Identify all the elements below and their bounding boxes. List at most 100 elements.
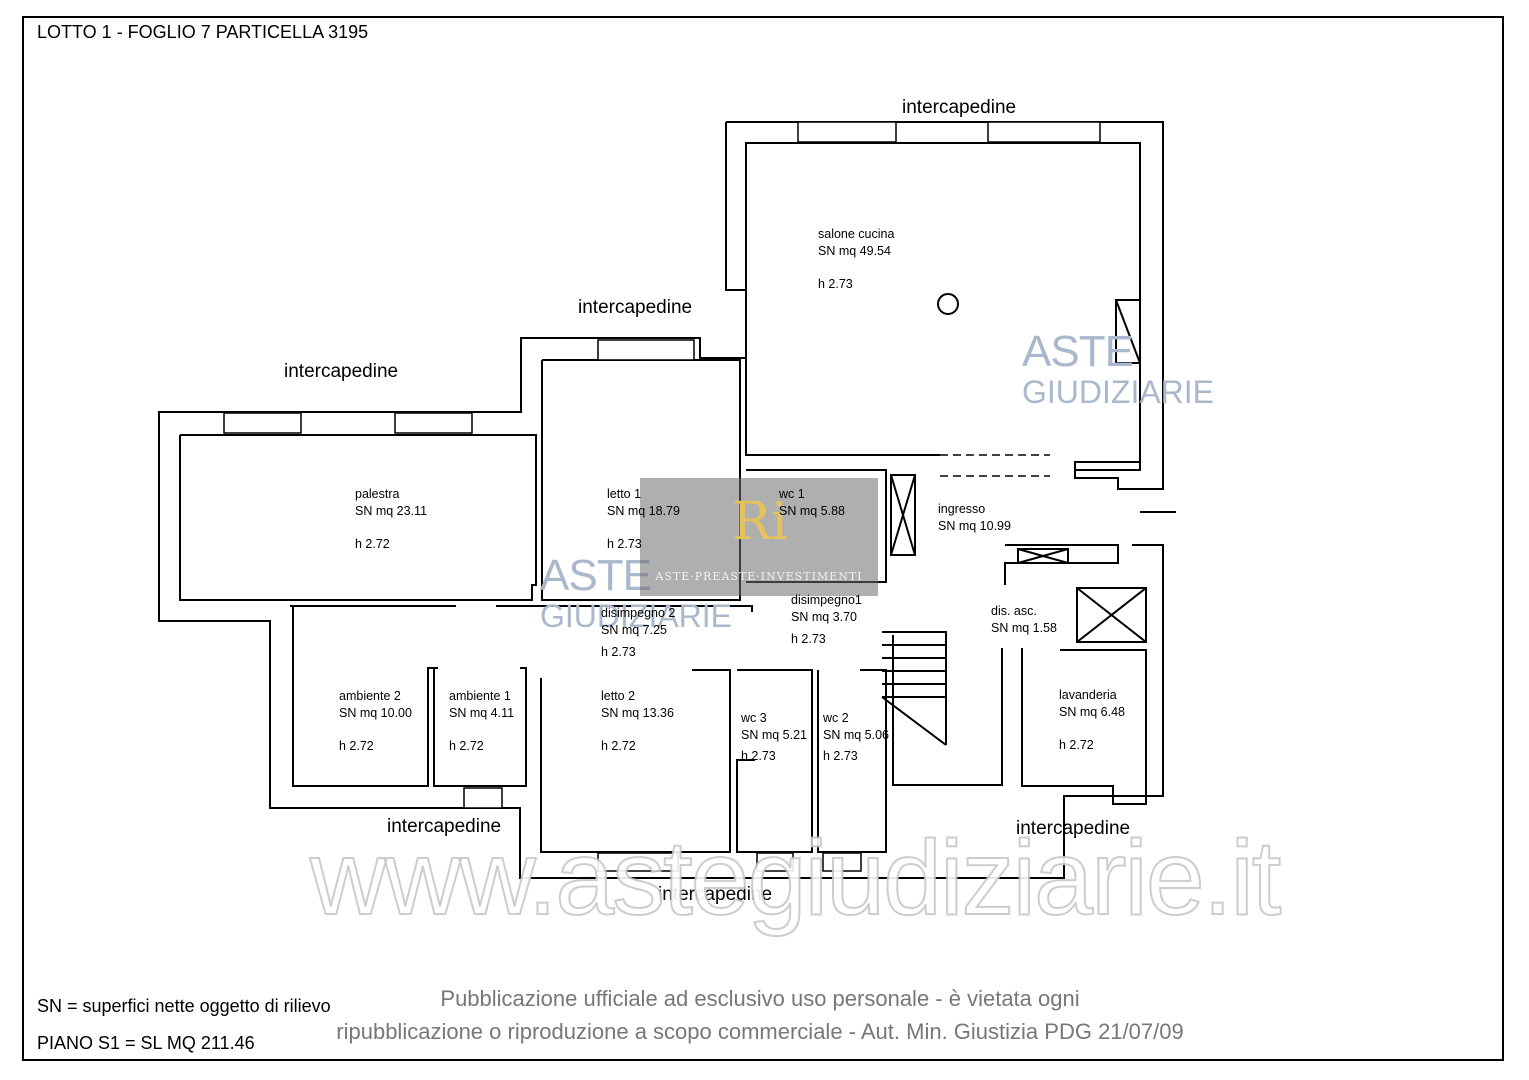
room-name: disimpegno 2 (601, 606, 676, 620)
room-disasc: dis. asc. SN mq 1.58 (991, 603, 1057, 637)
room-area: SN mq 13.36 (601, 706, 674, 720)
room-disimpegno1: disimpegno1 SN mq 3.70 h 2.73 (791, 592, 862, 648)
room-area: SN mq 10.99 (938, 519, 1011, 533)
watermark-aste-text: ASTE (540, 551, 652, 600)
room-ingresso: ingresso SN mq 10.99 (938, 501, 1011, 535)
room-name: disimpegno1 (791, 593, 862, 607)
room-height: h 2.73 (823, 749, 858, 763)
window (597, 339, 695, 361)
room-height: h 2.73 (741, 749, 776, 763)
room-area: SN mq 3.70 (791, 610, 858, 624)
room-name: wc 3 (741, 711, 767, 725)
room-letto2: letto 2 SN mq 13.36 h 2.72 (601, 688, 674, 755)
room-height: h 2.73 (791, 632, 826, 646)
salone-pillar (937, 293, 959, 315)
room-height: h 2.72 (601, 739, 636, 753)
room-height: h 2.72 (355, 537, 390, 551)
room-name: ingresso (938, 502, 986, 516)
wc3-wall (736, 669, 813, 853)
notice-line1: Pubblicazione ufficiale ad esclusivo uso… (440, 986, 1080, 1011)
room-name: wc 2 (823, 711, 849, 725)
lift-shaft (1076, 587, 1147, 643)
lift-door (1017, 548, 1069, 564)
room-area: SN mq 5.06 (823, 728, 890, 742)
room-area: SN mq 5.21 (741, 728, 808, 742)
room-height: h 2.72 (1059, 738, 1094, 752)
label-intercapedine: intercapedine (578, 297, 693, 318)
room-area: SN mq 4.11 (449, 706, 515, 720)
disimpegno-wall (496, 605, 753, 612)
room-name: lavanderia (1059, 688, 1117, 702)
window (223, 412, 302, 434)
room-disimpegno2: disimpegno 2 SN mq 7.25 h 2.73 (601, 605, 675, 661)
room-height: h 2.72 (339, 739, 374, 753)
lift-wall (1004, 544, 1119, 585)
logo-text: ASTE·PREASTE·INVESTIMENTI (655, 570, 863, 583)
outer-wall (726, 121, 1164, 490)
room-name: salone cucina (818, 227, 895, 241)
room-salone: salone cucina SN mq 49.54 h 2.73 (818, 226, 894, 293)
stairs (882, 631, 947, 745)
room-ambiente2: ambiente 2 SN mq 10.00 h 2.72 (339, 688, 412, 755)
watermark-aste-text: ASTE (1022, 327, 1134, 376)
room-ambiente1: ambiente 1 SN mq 4.11 h 2.72 (449, 688, 514, 755)
window (756, 852, 794, 872)
watermark-logo: Ri ASTE·PREASTE·INVESTIMENTI (640, 478, 878, 596)
room-height: h 2.73 (607, 537, 642, 551)
salone-column (1115, 299, 1141, 364)
window (463, 787, 503, 809)
drawing-frame (22, 16, 1504, 1061)
watermark-giudiziarie-text: GIUDIZIARIE (540, 598, 733, 634)
room-area: SN mq 49.54 (818, 244, 891, 258)
label-intercapedine: intercapedine (658, 884, 773, 905)
room-area: SN mq 10.00 (339, 706, 412, 720)
wc1-shaft (890, 474, 916, 556)
room-height: h 2.72 (449, 739, 484, 753)
room-name: ambiente 2 (339, 689, 401, 703)
logo-mark-icon: Ri (732, 492, 788, 552)
watermark-giudiziarie-text: GIUDIZIARIE (1022, 374, 1215, 410)
room-letto1: letto 1 SN mq 18.79 h 2.73 (607, 486, 680, 553)
label-intercapedine: intercapedine (1016, 818, 1131, 839)
label-intercapedine: intercapedine (284, 361, 399, 382)
publication-notice: Pubblicazione ufficiale ad esclusivo uso… (330, 982, 1190, 1048)
window (797, 121, 897, 143)
room-name: letto 1 (607, 487, 642, 501)
stair-wall (892, 635, 1003, 786)
room-name: palestra (355, 487, 400, 501)
room-area: SN mq 1.58 (991, 621, 1058, 635)
letto2-wall (540, 669, 731, 853)
room-name: wc 1 (779, 487, 805, 501)
window (822, 852, 862, 872)
room-lavanderia: lavanderia SN mq 6.48 h 2.72 (1059, 687, 1125, 754)
disimpegno-wall (433, 667, 527, 787)
room-area: SN mq 6.48 (1059, 705, 1126, 719)
label-intercapedine: intercapedine (902, 97, 1017, 118)
watermark-aste: ASTE GIUDIZIARIE (1022, 327, 1215, 412)
watermark-site: www.astegiudiziarie.it (309, 818, 1282, 938)
legend-piano: PIANO S1 = SL MQ 211.46 (37, 1033, 255, 1053)
legend-sn: SN = superfici nette oggetto di rilievo (37, 996, 331, 1016)
notice-line2: ripubblicazione o riproduzione a scopo c… (336, 1019, 1184, 1044)
palestra-wall (179, 434, 537, 601)
room-area: SN mq 5.88 (779, 504, 846, 518)
room-height: h 2.73 (818, 277, 853, 291)
lav-wall (1021, 648, 1147, 805)
room-wc2: wc 2 SN mq 5.06 h 2.73 (823, 710, 889, 765)
plan-title: LOTTO 1 - FOGLIO 7 PARTICELLA 3195 (37, 22, 369, 42)
salone-wall (745, 142, 1141, 471)
window (987, 121, 1101, 143)
room-area: SN mq 7.25 (601, 623, 668, 637)
watermark-aste: ASTE GIUDIZIARIE (540, 551, 733, 636)
wc2-wall (817, 669, 887, 853)
salone-wall (745, 143, 940, 456)
room-area: SN mq 23.11 (355, 504, 428, 518)
room-height: h 2.73 (601, 645, 636, 659)
room-wc3: wc 3 SN mq 5.21 h 2.73 (741, 710, 807, 765)
label-intercapedine: intercapedine (387, 816, 502, 837)
disimpegno-wall (292, 606, 438, 787)
room-area: SN mq 18.79 (607, 504, 680, 518)
room-wc1: wc 1 SN mq 5.88 (779, 486, 845, 520)
room-name: letto 2 (601, 689, 636, 703)
